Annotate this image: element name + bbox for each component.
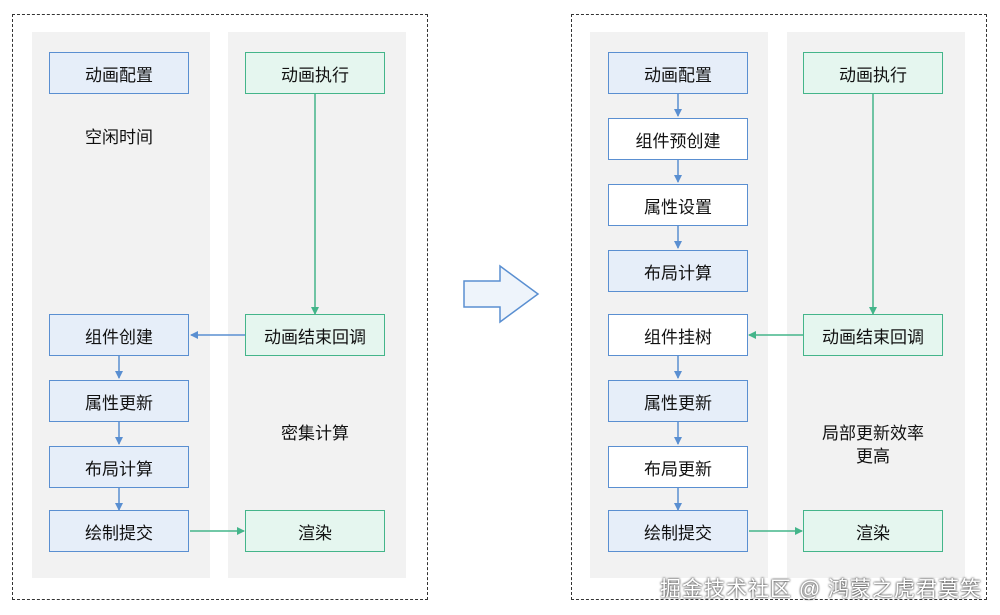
right-anim-end-callback-box: 动画结束回调 — [803, 314, 943, 356]
left-draw-submit-box: 绘制提交 — [49, 510, 189, 552]
right-component-precreate-box: 组件预创建 — [608, 118, 748, 160]
right-anim-exec-box: 动画执行 — [803, 52, 943, 94]
before-panel — [12, 14, 428, 600]
right-render-box: 渲染 — [803, 510, 943, 552]
left-anim-config-box: 动画配置 — [49, 52, 189, 94]
right-layout-calc-box: 布局计算 — [608, 250, 748, 292]
left-props-update-box: 属性更新 — [49, 380, 189, 422]
before-render-lane — [228, 32, 406, 578]
watermark: 掘金技术社区 @ 鸿蒙之虎君莫笑 — [660, 578, 982, 601]
left-dense-note: 密集计算 — [281, 424, 349, 443]
right-layout-update-box: 布局更新 — [608, 446, 748, 488]
transition-arrow-icon — [463, 264, 540, 324]
after-panel — [571, 14, 987, 600]
left-anim-end-callback-box: 动画结束回调 — [245, 314, 385, 356]
left-component-create-box: 组件创建 — [49, 314, 189, 356]
left-idle-note: 空闲时间 — [85, 128, 153, 147]
left-layout-calc-box: 布局计算 — [49, 446, 189, 488]
right-anim-config-box: 动画配置 — [608, 52, 748, 94]
right-props-set-box: 属性设置 — [608, 184, 748, 226]
right-props-update-box: 属性更新 — [608, 380, 748, 422]
right-component-mount-box: 组件挂树 — [608, 314, 748, 356]
after-render-lane — [787, 32, 965, 578]
left-render-box: 渲染 — [245, 510, 385, 552]
right-efficiency-note: 局部更新效率 更高 — [803, 422, 943, 468]
right-draw-submit-box: 绘制提交 — [608, 510, 748, 552]
right-efficiency-note-line2: 更高 — [856, 447, 890, 466]
left-anim-exec-box: 动画执行 — [245, 52, 385, 94]
right-efficiency-note-line1: 局部更新效率 — [822, 424, 924, 443]
